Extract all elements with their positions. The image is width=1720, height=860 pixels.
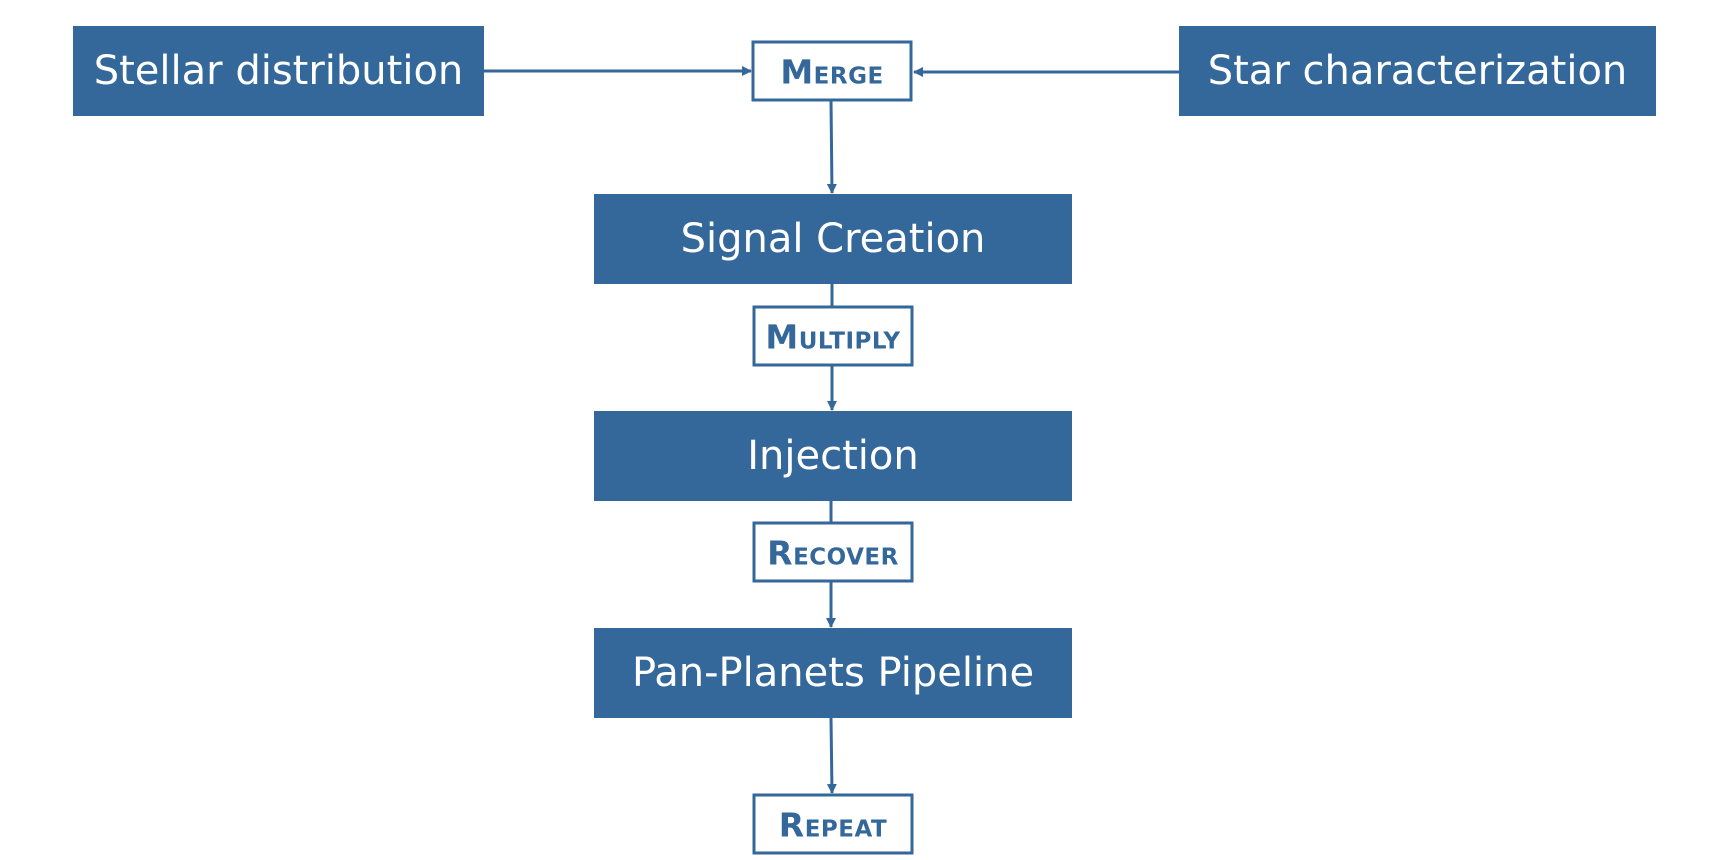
node-stellar-distribution: Stellar distribution — [73, 26, 484, 116]
node-pan-planets-pipeline: Pan-Planets Pipeline — [594, 628, 1072, 718]
node-label: Signal Creation — [681, 216, 986, 262]
node-label: Stellar distribution — [94, 48, 464, 94]
node-label: Pan-Planets Pipeline — [632, 650, 1034, 696]
arrow-pipeline-to-repeat — [826, 717, 837, 794]
node-signal-creation: Signal Creation — [594, 194, 1072, 284]
op-label: Recover — [767, 534, 899, 573]
op-label: Merge — [780, 53, 883, 92]
node-injection: Injection — [594, 411, 1072, 501]
op-recover: Recover — [752, 521, 914, 583]
node-star-characterization: Star characterization — [1179, 26, 1656, 116]
op-label: Repeat — [779, 806, 887, 845]
node-label: Star characterization — [1208, 48, 1628, 94]
op-merge: Merge — [751, 40, 913, 102]
arrow-merge-to-signal — [826, 99, 837, 194]
connectors — [484, 66, 1179, 794]
op-multiply: Multiply — [752, 305, 914, 367]
node-label: Injection — [747, 433, 918, 479]
op-label: Multiply — [765, 318, 900, 357]
op-repeat: Repeat — [752, 793, 914, 855]
